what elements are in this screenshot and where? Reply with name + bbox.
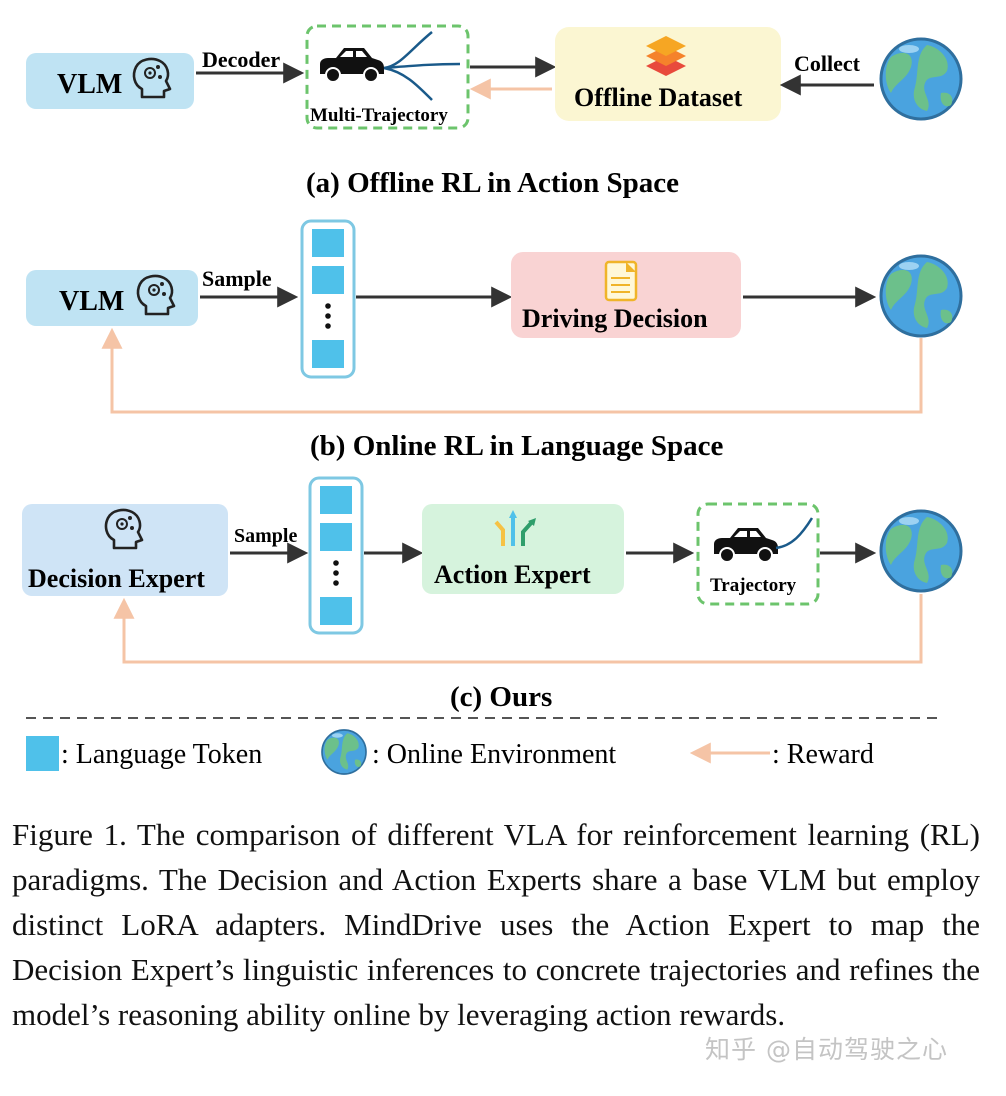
globe-icon <box>321 729 367 775</box>
figure-caption: Figure 1. The comparison of different VL… <box>12 817 980 1032</box>
panel-a: VLM Decoder Multi-Trajectory Offline Dat… <box>26 24 963 199</box>
token-stack-c <box>308 476 364 635</box>
token-stack-b <box>300 219 356 379</box>
trajectory-curve <box>775 517 814 550</box>
vlm-box-a <box>26 53 194 109</box>
action-expert-box <box>422 504 624 594</box>
legend-token-swatch <box>26 736 59 771</box>
vlm-box-b <box>26 270 198 326</box>
layers-icon <box>646 36 686 76</box>
watermark: 知乎 @自动驾驶之心 <box>705 1035 948 1064</box>
language-token <box>320 523 352 551</box>
panel-b-title: (b) Online RL in Language Space <box>310 430 723 462</box>
globe-icon <box>879 254 963 338</box>
car-icon <box>713 527 779 563</box>
globe-icon <box>879 37 963 121</box>
language-token <box>320 486 352 514</box>
legend-env-label: : Online Environment <box>372 739 616 770</box>
car-icon <box>319 47 385 83</box>
language-token <box>312 340 344 368</box>
sample-label-c: Sample <box>234 525 297 547</box>
collect-label: Collect <box>794 51 861 76</box>
legend: : Language Token : Online Environment : … <box>26 729 874 775</box>
fork-arrows-icon <box>494 510 536 546</box>
trajectory-label: Trajectory <box>710 575 797 596</box>
vlm-label-b: VLM <box>59 286 124 317</box>
language-token <box>320 597 352 625</box>
reward-loop-c <box>113 594 923 664</box>
panel-a-title: (a) Offline RL in Action Space <box>306 167 679 199</box>
multi-trajectory-box <box>305 24 470 130</box>
multi-trajectory-label: Multi-Trajectory <box>310 105 448 126</box>
globe-icon <box>879 509 963 593</box>
decoder-label: Decoder <box>202 47 280 72</box>
document-icon <box>604 260 638 302</box>
legend-reward-label: : Reward <box>772 739 874 770</box>
driving-decision-label: Driving Decision <box>522 304 708 333</box>
decision-expert-label: Decision Expert <box>28 564 205 593</box>
language-token <box>312 229 344 257</box>
vlm-label-a: VLM <box>57 69 122 100</box>
decision-expert-box <box>22 504 228 596</box>
reward-loop-b <box>101 327 923 414</box>
sample-label-b: Sample <box>202 266 272 291</box>
language-token <box>312 266 344 294</box>
panel-c-title: (c) Ours <box>450 681 552 713</box>
trajectory-fan-lines <box>383 31 461 101</box>
trajectory-box <box>696 502 820 606</box>
legend-token-label: : Language Token <box>61 739 262 770</box>
panel-b: VLM Sample Driving Decision (b) Online R… <box>26 219 963 462</box>
panel-c: Decision Expert Sample Action Expert Tra… <box>22 476 963 713</box>
diagram-canvas: VLM Decoder Multi-Trajectory Offline Dat… <box>22 24 963 775</box>
action-expert-label: Action Expert <box>434 560 591 589</box>
offline-dataset-label: Offline Dataset <box>574 83 743 112</box>
